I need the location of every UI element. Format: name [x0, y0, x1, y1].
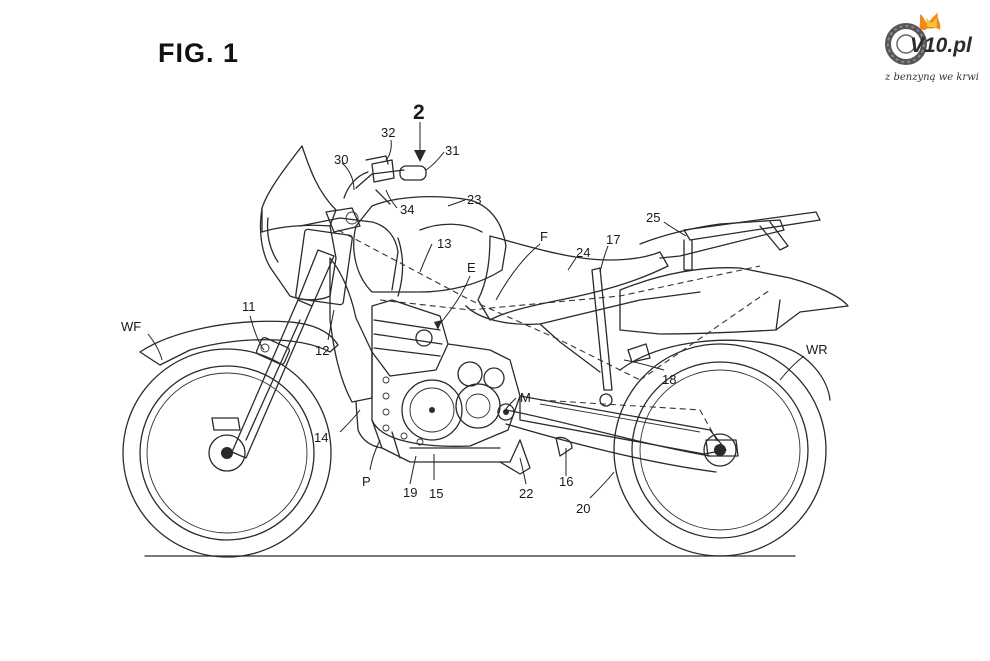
front-fender: [139, 320, 339, 366]
label-15: 15: [429, 486, 443, 501]
handlebar: [355, 155, 427, 205]
arrow-e-icon: [434, 320, 442, 330]
label-WF: WF: [121, 319, 141, 334]
label-22: 22: [519, 486, 533, 501]
leader-lines: [147, 122, 805, 499]
radiator-shroud: [329, 257, 373, 403]
label-32: 32: [381, 125, 395, 140]
label-E: E: [467, 260, 476, 275]
logo-brand-text: V10.pl: [910, 34, 972, 57]
front-fairing: [259, 145, 399, 301]
frame: [337, 229, 771, 447]
rear-rack: [683, 211, 821, 271]
label-30: 30: [334, 152, 348, 167]
front-wheel: [122, 348, 332, 558]
callout-labels: 2 30 32 31 34 23 13 E F 24 17 25 11 WF 1…: [121, 101, 828, 516]
engine: [371, 299, 521, 447]
seat: [477, 219, 785, 321]
label-17: 17: [606, 232, 620, 247]
label-11: 11: [242, 299, 256, 314]
label-25: 25: [646, 210, 660, 225]
under-engine: [355, 401, 573, 475]
rear-body: [619, 267, 849, 335]
label-2: 2: [413, 101, 425, 124]
label-16: 16: [559, 474, 573, 489]
rear-wheel: [613, 343, 827, 557]
label-19: 19: [403, 485, 417, 500]
arrow-down-icon: [414, 150, 426, 162]
label-18: 18: [662, 372, 676, 387]
tire-flame-icon: [885, 12, 941, 65]
label-14: 14: [314, 430, 328, 445]
front-fork: [231, 249, 335, 459]
label-34: 34: [400, 202, 414, 217]
label-WR: WR: [806, 342, 828, 357]
label-31: 31: [445, 143, 459, 158]
label-13: 13: [437, 236, 451, 251]
label-24: 24: [576, 245, 590, 260]
label-F: F: [540, 229, 548, 244]
rear-shock: [591, 267, 651, 407]
logo-tagline: z benzyną we krwi: [885, 72, 979, 83]
site-logo[interactable]: V10.pl z benzyną we krwi: [880, 8, 984, 94]
label-P: P: [362, 474, 371, 489]
rear-fender: [619, 339, 831, 401]
label-M: M: [520, 390, 531, 405]
label-20: 20: [576, 501, 590, 516]
label-23: 23: [467, 192, 481, 207]
figure-title: FIG. 1: [158, 38, 240, 68]
label-12: 12: [315, 343, 329, 358]
drive-chain: [505, 409, 717, 473]
fuel-tank: [353, 195, 507, 297]
